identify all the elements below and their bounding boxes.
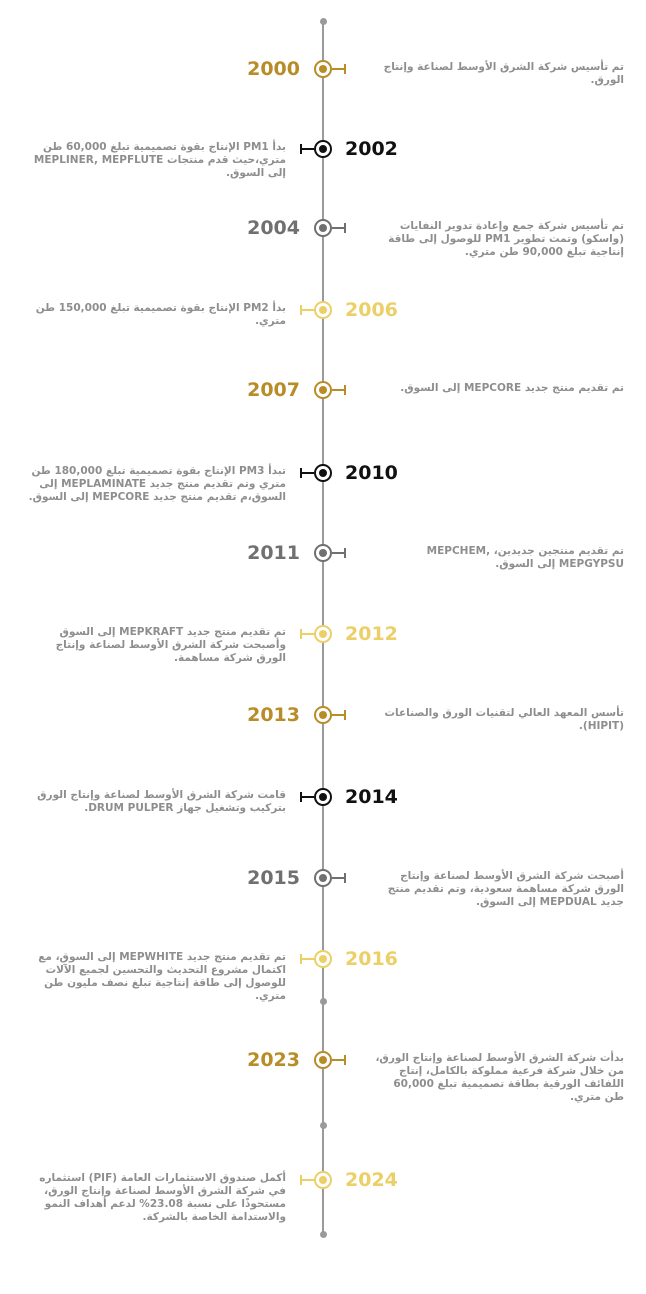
timeline-node-icon — [314, 219, 332, 237]
connector-tick — [332, 548, 346, 558]
timeline-year: 2016 — [345, 948, 398, 970]
connector-tick — [300, 792, 314, 802]
timeline-description: تم تقديم منتج جديد MEPWHITE إلى السوق، م… — [38, 951, 286, 1002]
timeline-bottom-cap — [319, 1231, 327, 1238]
connector-tick — [300, 1175, 314, 1185]
timeline-description: تم تأسيس شركة الشرق الأوسط لصناعة وإنتاج… — [383, 61, 624, 86]
timeline-node-icon — [314, 950, 332, 968]
timeline-node-icon — [314, 544, 332, 562]
timeline-mid-dot — [319, 998, 327, 1005]
connector-tick — [332, 64, 346, 74]
timeline-description: تم تأسيس شركة جمع وإعادة تدوير النفايات … — [388, 220, 624, 258]
timeline-node-icon — [314, 1171, 332, 1189]
timeline-description: تم تقديم منتج جديد MEPKRAFT إلى السوق وأ… — [55, 626, 286, 664]
timeline-node-dot — [319, 306, 327, 314]
timeline-year: 2006 — [345, 299, 398, 321]
timeline-description: تم تقديم منتج جديد MEPCORE إلى السوق. — [400, 382, 624, 394]
timeline-year: 2007 — [247, 379, 300, 401]
connector-tick — [332, 873, 346, 883]
timeline-year: 2024 — [345, 1169, 398, 1191]
timeline-node-dot — [319, 549, 327, 557]
timeline-node-dot — [319, 469, 327, 477]
connector-tick — [332, 385, 346, 395]
connector-tick — [332, 223, 346, 233]
timeline-node-icon — [314, 60, 332, 78]
connector-tick — [300, 468, 314, 478]
timeline-node-dot — [319, 955, 327, 963]
connector-tick — [300, 144, 314, 154]
timeline-year: 2010 — [345, 462, 398, 484]
connector-tick — [300, 629, 314, 639]
timeline-node-dot — [319, 874, 327, 882]
timeline-node-icon — [314, 301, 332, 319]
timeline-node-dot — [319, 711, 327, 719]
timeline-year: 2004 — [247, 217, 300, 239]
timeline-node-dot — [319, 1176, 327, 1184]
timeline-year: 2000 — [247, 58, 300, 80]
timeline-node-icon — [314, 381, 332, 399]
timeline-year: 2015 — [247, 867, 300, 889]
connector-tick — [300, 305, 314, 315]
timeline-node-icon — [314, 464, 332, 482]
timeline-node-dot — [319, 145, 327, 153]
timeline-description: أصبحت شركة الشرق الأوسط لصناعة وإنتاج ال… — [387, 870, 624, 908]
timeline-node-icon — [314, 140, 332, 158]
timeline-description: قامت شركة الشرق الأوسط لصناعة وإنتاج الو… — [37, 789, 286, 814]
timeline-node-dot — [319, 224, 327, 232]
timeline-year: 2013 — [247, 704, 300, 726]
connector-tick — [332, 1055, 346, 1065]
timeline-node-dot — [319, 630, 327, 638]
timeline-description: تأسس المعهد العالي لتقنيات الورق والصناع… — [384, 707, 624, 732]
timeline-year: 2011 — [247, 542, 300, 564]
timeline-year: 2002 — [345, 138, 398, 160]
timeline-year: 2012 — [345, 623, 398, 645]
timeline-description: تم تقديم منتجين جديدين، MEPCHEM, MEPGYPS… — [426, 545, 624, 570]
timeline-mid-dot — [319, 1122, 327, 1129]
timeline-description: بدأ PM2 الإنتاج بقوة تصميمية تبلغ 150,00… — [35, 302, 286, 327]
timeline-node-icon — [314, 1051, 332, 1069]
connector-tick — [300, 954, 314, 964]
timeline-node-icon — [314, 706, 332, 724]
timeline-top-cap — [319, 18, 327, 25]
timeline-description: تبدأ PM3 الإنتاج بقوة تصميمية تبلغ 180,0… — [28, 465, 286, 503]
timeline-node-dot — [319, 1056, 327, 1064]
timeline-year: 2014 — [345, 786, 398, 808]
timeline-node-icon — [314, 869, 332, 887]
connector-tick — [332, 710, 346, 720]
timeline-node-icon — [314, 625, 332, 643]
timeline-node-dot — [319, 386, 327, 394]
timeline-node-dot — [319, 793, 327, 801]
timeline-description: بدأ PM1 الإنتاج بقوة تصميمية تبلغ 60,000… — [33, 141, 286, 179]
timeline-node-dot — [319, 65, 327, 73]
timeline-description: أكمل صندوق الاستثمارات العامة (PIF) استث… — [39, 1172, 286, 1223]
timeline-description: بدأت شركة الشرق الأوسط لصناعة وإنتاج الو… — [375, 1052, 624, 1103]
timeline-year: 2023 — [247, 1049, 300, 1071]
timeline-node-icon — [314, 788, 332, 806]
